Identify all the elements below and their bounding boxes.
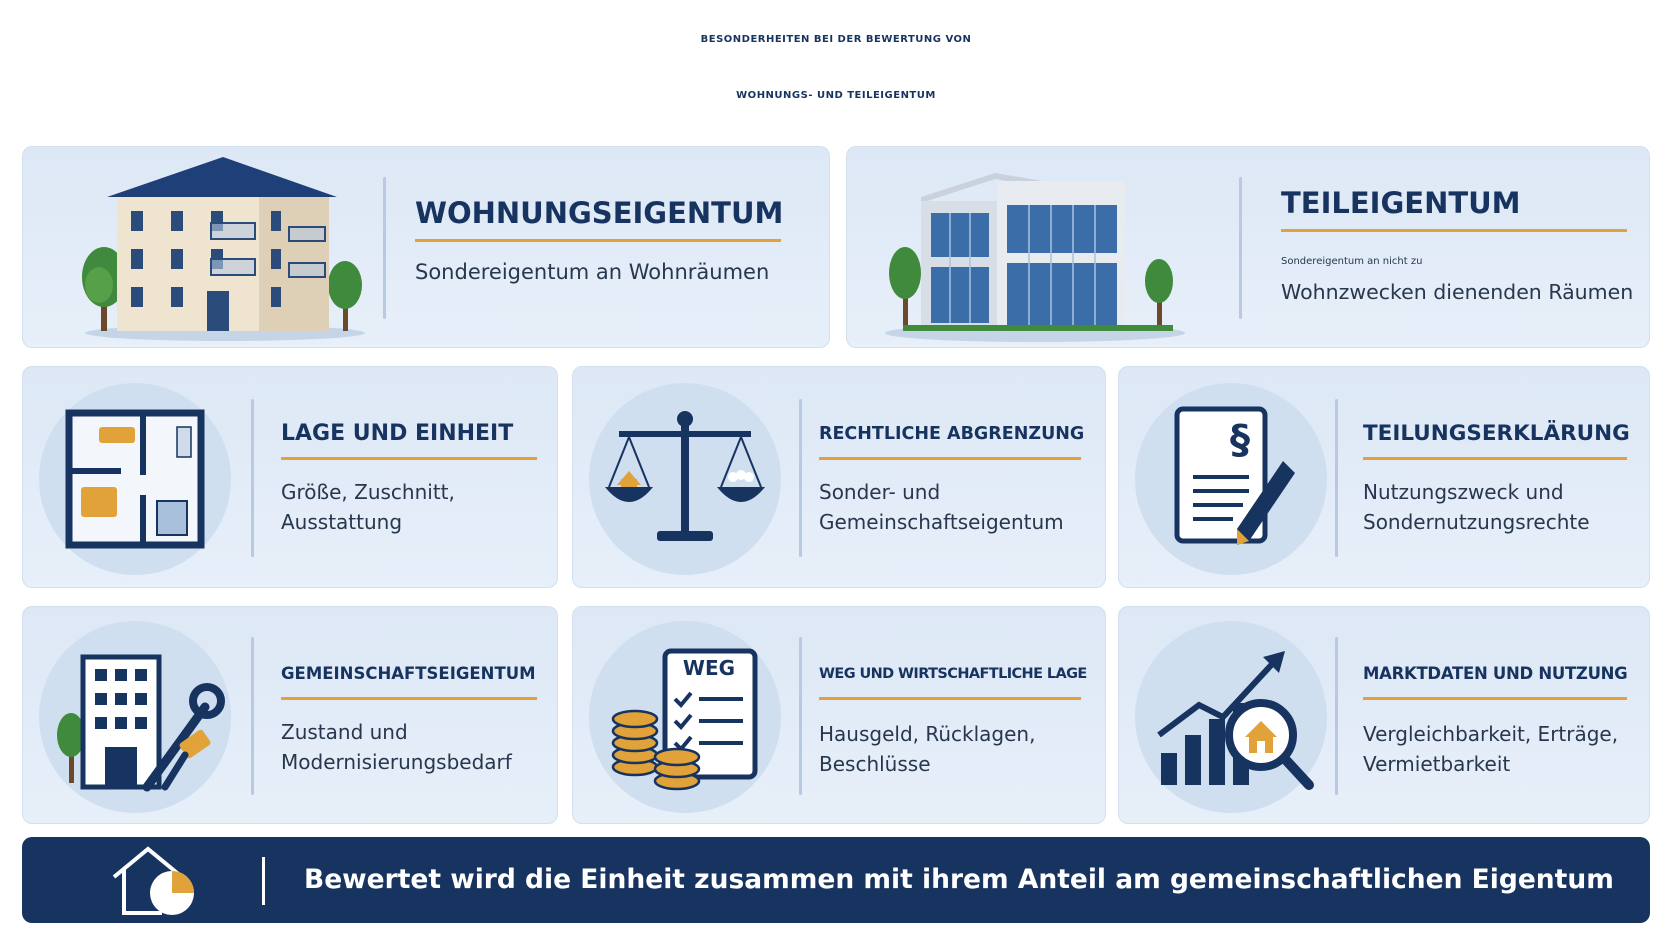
card-teileigentum: TEILEIGENTUM Sondereigentum an nicht zu … (846, 146, 1650, 348)
card-text: Zustand und Modernisierungsbedarf (281, 720, 512, 774)
card-text: Sonder- und Gemeinschaftseigentum (819, 480, 1064, 534)
scales-icon (605, 411, 765, 541)
card-text: Sondereigentum an nicht zu Wohnzwecken d… (1281, 256, 1634, 304)
banner-text: Bewertet wird die Einheit zusammen mit i… (304, 864, 1614, 895)
card-title: MARKTDATEN UND NUTZUNG (1363, 664, 1628, 683)
card-title: WEG UND WIRTSCHAFTLICHE LAGE (819, 666, 1087, 682)
card-underline (281, 457, 537, 460)
card-text: Sondereigentum an Wohnräumen (415, 260, 770, 284)
weg-label: WEG (682, 656, 736, 680)
page-title-line-1: BESONDERHEITEN BEI DER BEWERTUNG VON (700, 34, 972, 45)
card-divider (799, 399, 802, 557)
card-text: Hausgeld, Rücklagen, Beschlüsse (819, 722, 1036, 776)
card-divider (251, 399, 254, 557)
card-underline (819, 457, 1081, 460)
summary-banner: Bewertet wird die Einheit zusammen mit i… (22, 837, 1650, 923)
card-divider (1239, 177, 1242, 319)
card-title: WOHNUNGSEIGENTUM (415, 196, 784, 230)
banner-divider (262, 857, 265, 905)
market-chart-magnifier-icon (1157, 651, 1314, 790)
card-underline (1281, 229, 1627, 232)
card-title: RECHTLICHE ABGRENZUNG (819, 424, 1085, 444)
card-underline (281, 697, 537, 700)
card-divider (1335, 637, 1338, 795)
building-tools-icon (57, 654, 225, 792)
card-divider (1335, 399, 1338, 557)
card-gemeinschaftseigentum: GEMEINSCHAFTSEIGENTUM Zustand und Modern… (22, 606, 558, 824)
card-underline (1363, 697, 1627, 700)
paragraph-document-icon (1174, 406, 1295, 545)
page-title: BESONDERHEITEN BEI DER BEWERTUNG VON WOH… (0, 12, 1672, 124)
paragraph-sign: § (1230, 417, 1250, 463)
apartment-building-icon (82, 157, 365, 341)
card-divider (383, 177, 386, 319)
card-title: TEILUNGSERKLÄRUNG (1363, 421, 1630, 446)
card-title: TEILEIGENTUM (1281, 186, 1521, 220)
card-underline (819, 697, 1081, 700)
house-pie-chart-icon (112, 846, 194, 915)
card-wohnungseigentum: WOHNUNGSEIGENTUM Sondereigentum an Wohnr… (22, 146, 830, 348)
card-lage-und-einheit: LAGE UND EINHEIT Größe, Zuschnitt, Ausst… (22, 366, 558, 588)
card-divider (251, 637, 254, 795)
card-underline (415, 239, 781, 242)
office-building-icon (885, 173, 1185, 342)
card-text: Vergleichbarkeit, Erträge, Vermietbarkei… (1363, 722, 1619, 776)
card-marktdaten-und-nutzung: MARKTDATEN UND NUTZUNG Vergleichbarkeit,… (1118, 606, 1650, 824)
weg-checklist-coins-icon (611, 648, 758, 791)
page-title-line-2: WOHNUNGS- UND TEILEIGENTUM (736, 90, 936, 101)
card-title: LAGE UND EINHEIT (281, 421, 514, 446)
card-teilungserklaerung: § TEILUNGSERKLÄRUNG Nutzungszweck und So… (1118, 366, 1650, 588)
card-rechtliche-abgrenzung: RECHTLICHE ABGRENZUNG Sonder- und Gemein… (572, 366, 1106, 588)
card-weg-wirtschaftliche-lage: WEG WEG UND WIRTSCHAFTLICHE LAGE Hausgel… (572, 606, 1106, 824)
card-text: Größe, Zuschnitt, Ausstattung (281, 480, 455, 534)
card-title: GEMEINSCHAFTSEIGENTUM (281, 664, 536, 683)
card-underline (1363, 457, 1627, 460)
card-text: Nutzungszweck und Sondernutzungsrechte (1363, 480, 1590, 534)
card-divider (799, 637, 802, 795)
floor-plan-icon (65, 409, 205, 549)
